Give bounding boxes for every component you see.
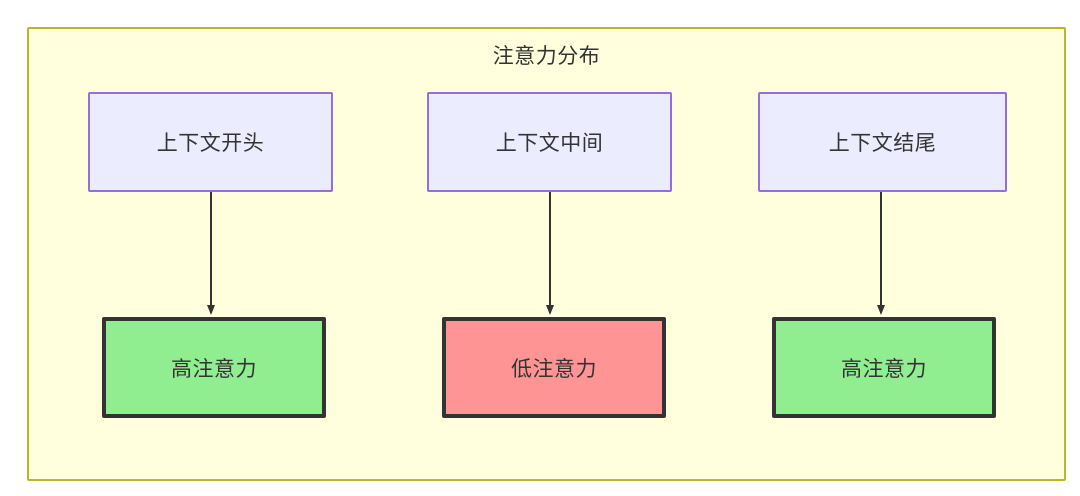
node-context-end[interactable]: 上下文结尾 bbox=[758, 92, 1007, 192]
diagram-title: 注意力分布 bbox=[492, 45, 601, 68]
node-context-start-label: 上下文开头 bbox=[156, 132, 265, 155]
node-high-attention-end[interactable]: 高注意力 bbox=[772, 317, 996, 418]
node-context-middle-label: 上下文中间 bbox=[495, 132, 604, 155]
node-context-end-label: 上下文结尾 bbox=[828, 132, 937, 155]
node-high-attention-start-label: 高注意力 bbox=[171, 357, 257, 381]
node-context-start[interactable]: 上下文开头 bbox=[88, 92, 333, 192]
node-high-attention-end-label: 高注意力 bbox=[841, 357, 927, 381]
node-context-middle[interactable]: 上下文中间 bbox=[427, 92, 672, 192]
node-low-attention-middle-label: 低注意力 bbox=[511, 357, 597, 381]
node-high-attention-start[interactable]: 高注意力 bbox=[102, 317, 326, 418]
node-low-attention-middle[interactable]: 低注意力 bbox=[442, 317, 666, 418]
